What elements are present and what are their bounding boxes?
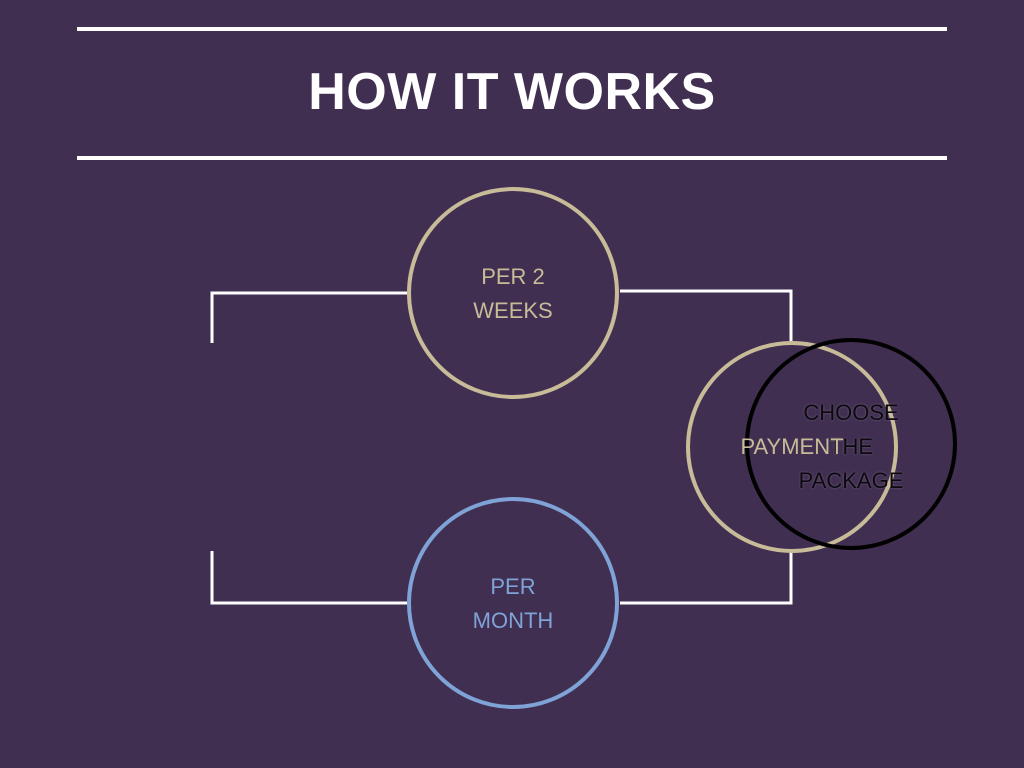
- payment-line1: PAYMENT: [740, 434, 844, 459]
- connector-bottom-right: [620, 551, 793, 605]
- connector-top-left: [210, 291, 407, 343]
- choose-package-line2: THE: [829, 434, 873, 459]
- per-2-weeks-label: PER 2 WEEKS: [433, 260, 593, 328]
- per-month-label: PER MONTH: [433, 570, 593, 638]
- connector-top-right: [620, 289, 793, 343]
- per-month-circle: [407, 497, 619, 709]
- per-2-weeks-line2: WEEKS: [473, 298, 553, 323]
- per-2-weeks-circle: [407, 187, 619, 399]
- choose-package-line3: PACKAGE: [798, 468, 904, 493]
- connector-bottom-left: [210, 551, 407, 605]
- choose-package-circle: [745, 338, 957, 550]
- top-divider: [77, 27, 947, 31]
- bottom-divider: [77, 156, 947, 160]
- per-month-line1: PER: [490, 574, 536, 599]
- payment-label: PAYMENT: [717, 430, 867, 464]
- choose-package-line1: CHOOSE: [803, 400, 899, 425]
- per-2-weeks-line1: PER 2: [481, 264, 545, 289]
- slide-title: HOW IT WORKS: [308, 63, 716, 121]
- choose-package-label: CHOOSE THE PACKAGE: [781, 396, 921, 498]
- per-month-line2: MONTH: [472, 608, 554, 633]
- payment-circle: [686, 341, 898, 553]
